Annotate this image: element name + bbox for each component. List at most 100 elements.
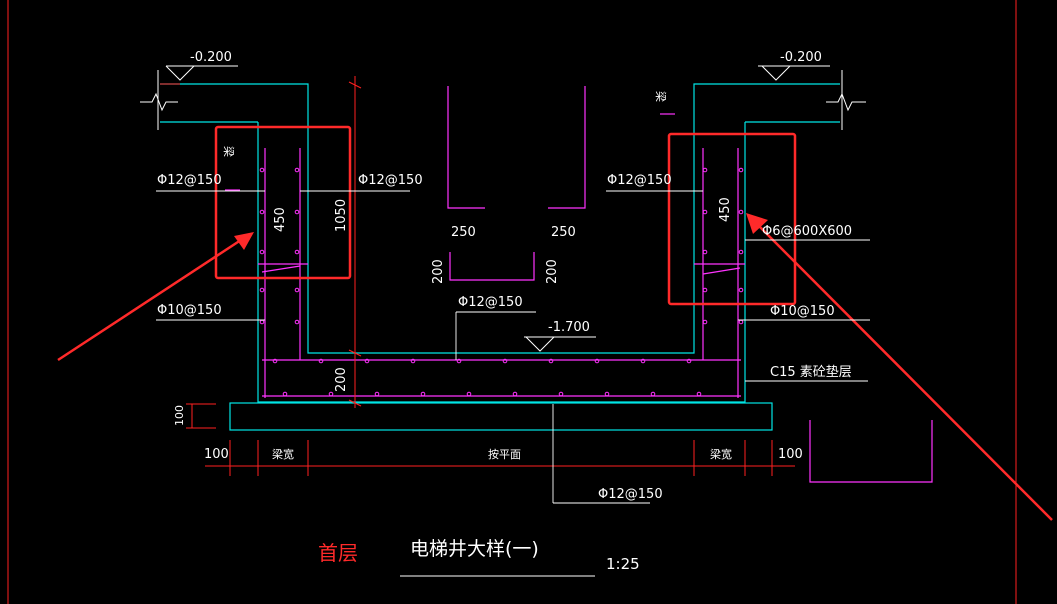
dim-left-450: 450 bbox=[273, 207, 288, 232]
dim-right-beam-width: 梁宽 bbox=[710, 447, 732, 461]
rebar-label-floor-bottom: Φ12@150 bbox=[598, 487, 663, 502]
bar-shape-leg-left: 250 bbox=[451, 225, 476, 240]
arrow-left-shaft bbox=[57, 236, 245, 362]
rebar-dot-floor-top bbox=[410, 358, 416, 364]
bar-shape-base bbox=[449, 252, 535, 281]
annotation-arrows bbox=[57, 213, 1053, 521]
bar-shape-right-leg bbox=[548, 86, 586, 209]
rebar-dots bbox=[259, 167, 744, 397]
rebar-label-opening: Φ6@600X600 bbox=[762, 224, 852, 239]
elevation-top-left: -0.200 bbox=[190, 50, 232, 65]
rebar-dot-floor-top bbox=[364, 358, 370, 364]
bar-shape-base-right: 200 bbox=[545, 259, 560, 284]
rebar-label-right-lower: Φ10@150 bbox=[770, 304, 835, 319]
dim-tick-200 bbox=[348, 399, 362, 407]
rebar-dot-left-wall bbox=[294, 167, 300, 173]
dim-right-100: 100 bbox=[778, 447, 803, 462]
arrow-right-head bbox=[746, 213, 768, 234]
title-scale: 1:25 bbox=[606, 555, 640, 573]
bar-shape-left-leg bbox=[447, 86, 485, 209]
rebar-dot-left-wall bbox=[294, 249, 300, 255]
break-symbols bbox=[140, 70, 866, 130]
rebar-dot-floor-bottom bbox=[420, 391, 426, 397]
rebar-dot-left-wall bbox=[259, 319, 265, 325]
bar-shape-detail-right bbox=[809, 420, 933, 483]
dim-left-beam-width: 梁宽 bbox=[272, 447, 294, 461]
dim-span: 按平面 bbox=[488, 447, 521, 461]
elev-triangle-pit bbox=[525, 336, 555, 352]
rebar-dot-right-wall bbox=[738, 167, 744, 173]
rebar-dot-floor-bottom bbox=[650, 391, 656, 397]
rebar-dot-right-wall bbox=[702, 209, 708, 215]
rebar-dot-left-wall bbox=[294, 287, 300, 293]
beam-label-right: 梁 bbox=[654, 91, 668, 102]
arrow-left-head bbox=[234, 232, 254, 250]
rebar-dot-floor-bottom bbox=[696, 391, 702, 397]
elevation-top-right: -0.200 bbox=[780, 50, 822, 65]
dimension-lines bbox=[160, 76, 795, 476]
rebar-dot-left-wall bbox=[294, 209, 300, 215]
elev-triangle-right bbox=[761, 65, 791, 81]
bar-shape-base-left: 200 bbox=[431, 259, 446, 284]
bar-shape-leg-right: 250 bbox=[551, 225, 576, 240]
pit-concrete-outline bbox=[160, 83, 840, 431]
rebar-dot-floor-bottom bbox=[328, 391, 334, 397]
rebar-dot-floor-bottom bbox=[374, 391, 380, 397]
rebar-dot-left-wall bbox=[259, 167, 265, 173]
rebar-label-left-outer: Φ12@150 bbox=[157, 173, 222, 188]
rebar-right-hook bbox=[702, 267, 741, 275]
rebar-dot-right-wall bbox=[702, 287, 708, 293]
rebar-dot-right-wall bbox=[738, 319, 744, 325]
elevation-markers bbox=[165, 65, 830, 352]
beam-label-left: 梁 bbox=[222, 146, 236, 157]
rebar-label-right-inner: Φ12@150 bbox=[607, 173, 672, 188]
rebar-dot-left-wall bbox=[259, 249, 265, 255]
cushion-layer-label: C15 素砼垫层 bbox=[770, 364, 852, 380]
rebar-dot-floor-bottom bbox=[466, 391, 472, 397]
rebar-dot-floor-bottom bbox=[512, 391, 518, 397]
rebar-dot-floor-bottom bbox=[604, 391, 610, 397]
rebar-left-hook bbox=[261, 265, 301, 273]
pit-inner-outline bbox=[160, 83, 840, 354]
dim-left-100: 100 bbox=[204, 447, 229, 462]
dim-tick-1050-bottom bbox=[348, 349, 362, 357]
elev-triangle-left bbox=[165, 65, 195, 81]
rebar-dot-left-wall bbox=[259, 209, 265, 215]
rebar-lines bbox=[225, 86, 933, 483]
c15-cushion-layer bbox=[229, 402, 773, 431]
rebar-dot-right-wall bbox=[702, 319, 708, 325]
break-symbol-left bbox=[140, 92, 178, 112]
dim-slab-200: 200 bbox=[334, 367, 349, 392]
rebar-dot-floor-top bbox=[318, 358, 324, 364]
dim-right-450: 450 bbox=[718, 197, 733, 222]
rebar-dot-right-wall bbox=[738, 209, 744, 215]
rebar-dot-right-wall bbox=[702, 249, 708, 255]
rebar-dot-floor-top bbox=[640, 358, 646, 364]
rebar-dot-floor-top bbox=[594, 358, 600, 364]
dim-cushion-100: 100 bbox=[173, 405, 186, 426]
dim-tick-1050-top bbox=[348, 81, 362, 89]
rebar-dot-floor-top bbox=[686, 358, 692, 364]
leader-lines bbox=[156, 190, 870, 577]
rebar-dot-left-wall bbox=[294, 319, 300, 325]
highlight-box-left bbox=[214, 125, 352, 280]
rebar-dot-floor-top bbox=[548, 358, 554, 364]
arrow-right-shaft bbox=[754, 221, 1053, 521]
title-floor: 首层 bbox=[318, 541, 358, 565]
rebar-dot-floor-top bbox=[456, 358, 462, 364]
rebar-dot-floor-bottom bbox=[558, 391, 564, 397]
rebar-dot-floor-top bbox=[272, 358, 278, 364]
pit-outer-outline bbox=[257, 122, 746, 403]
rebar-label-left-lower: Φ10@150 bbox=[157, 303, 222, 318]
title-name: 电梯井大样(一) bbox=[410, 538, 539, 560]
rebar-dot-floor-bottom bbox=[282, 391, 288, 397]
elevation-pit-bottom: -1.700 bbox=[548, 320, 590, 335]
rebar-dot-right-wall bbox=[702, 167, 708, 173]
rebar-dot-floor-top bbox=[502, 358, 508, 364]
break-symbol-right bbox=[826, 92, 866, 112]
dim-depth-1050: 1050 bbox=[334, 199, 349, 232]
rebar-dot-left-wall bbox=[259, 287, 265, 293]
rebar-dot-right-wall bbox=[738, 287, 744, 293]
rebar-label-left-inner: Φ12@150 bbox=[358, 173, 423, 188]
